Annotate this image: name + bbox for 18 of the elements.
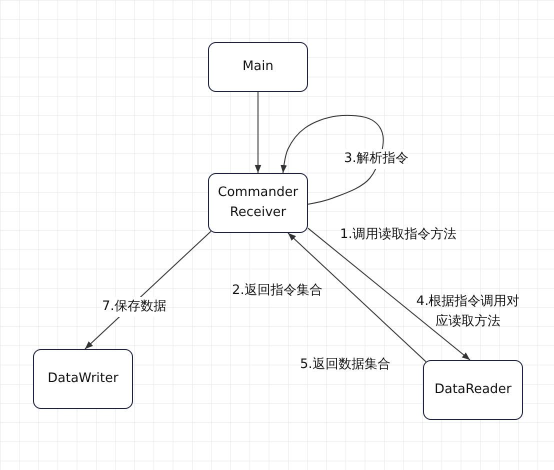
box-label: DataReader [434, 381, 512, 399]
box-label: DataWriter [48, 370, 118, 388]
arrow [308, 228, 470, 360]
edge-label: 2.返回指令集合 [232, 282, 322, 300]
loop-arrow [280, 114, 384, 205]
step-label: 5.返回数据集合 [300, 356, 390, 374]
edge-label: 7.保存数据 [102, 297, 166, 317]
edge-label: 3.解析指令 [344, 149, 408, 169]
edge-label: 1.调用读取指令方法 [340, 226, 456, 244]
process-box [208, 173, 308, 233]
step-label: 4.根据指令调用对应读取方法 [415, 293, 521, 331]
process-box [423, 360, 523, 420]
box-label: Commander Receiver [216, 184, 300, 222]
box-label: Main [242, 58, 274, 76]
arrow [288, 232, 426, 362]
arrow [254, 92, 262, 174]
process-box [208, 42, 308, 92]
process-box [33, 349, 133, 409]
